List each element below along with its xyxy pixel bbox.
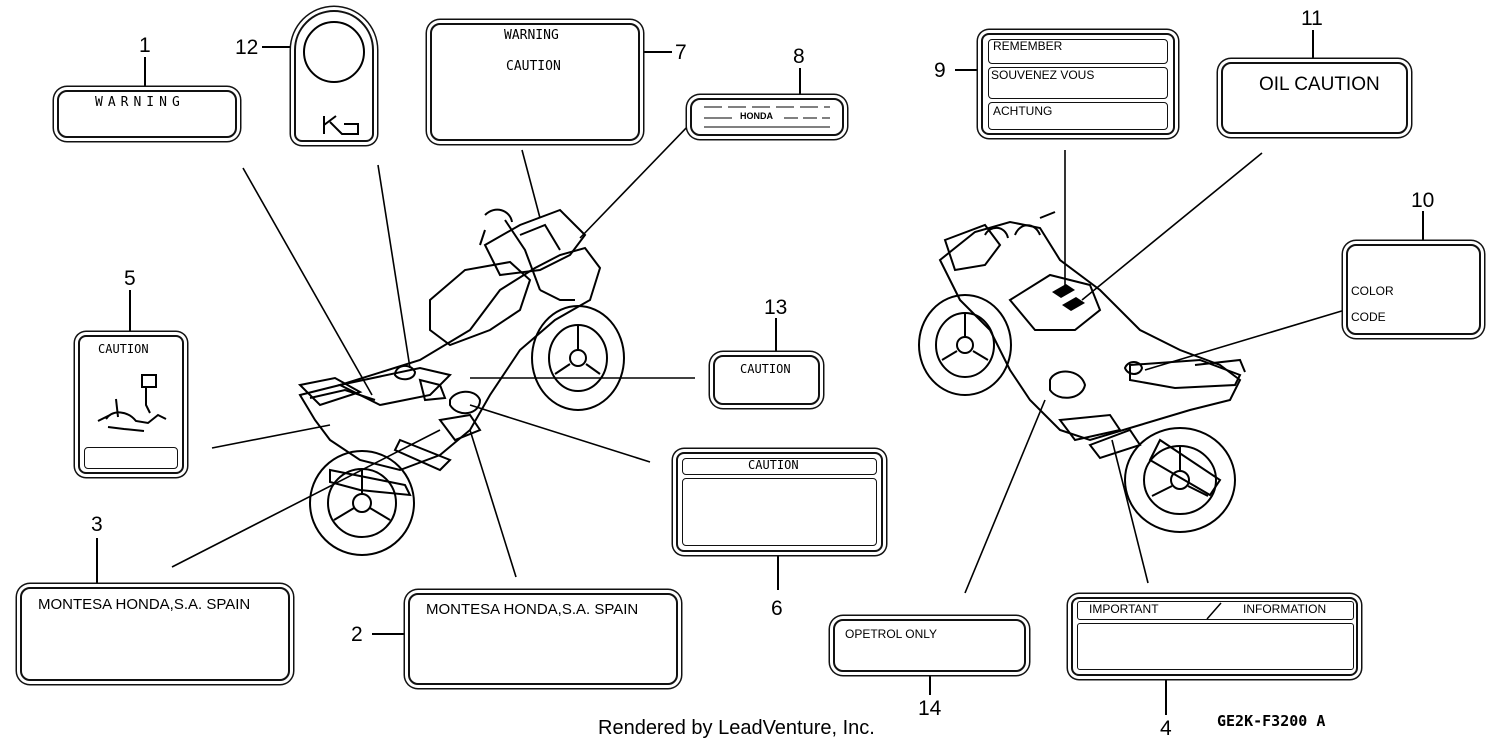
label-10-text-1: COLOR <box>1351 284 1394 298</box>
callout-number-14: 14 <box>918 697 942 720</box>
label-13-caution: CAUTION <box>713 355 820 405</box>
label-6-header-band <box>682 458 877 475</box>
label-9-remember: REMEMBER SOUVENEZ VOUS ACHTUNG <box>981 33 1175 135</box>
emblem-icon <box>303 21 365 135</box>
label-4-divider <box>1206 602 1222 620</box>
label-9-row-2 <box>988 67 1168 99</box>
diagram-code: GE2K-F3200 A <box>1217 712 1326 730</box>
label-4-header-band <box>1077 601 1354 620</box>
label-11-oil-caution: OIL CAUTION <box>1221 62 1408 134</box>
callout-number-8: 8 <box>793 45 805 68</box>
label-1-text: WARNING <box>95 95 185 110</box>
label-10-text-2: CODE <box>1351 310 1386 324</box>
label-13-text: CAUTION <box>740 362 791 376</box>
label-11-text: OIL CAUTION <box>1259 74 1380 95</box>
label-6-text: CAUTION <box>748 458 799 472</box>
label-8-text: HONDA <box>738 111 775 121</box>
label-2-montesa: MONTESA HONDA,S.A. SPAIN <box>408 593 678 685</box>
label-5-caution: CAUTION <box>78 335 184 474</box>
callout-number-6: 6 <box>771 597 783 620</box>
label-3-text: MONTESA HONDA,S.A. SPAIN <box>38 596 251 613</box>
label-9-text-2: SOUVENEZ VOUS <box>991 68 1095 82</box>
label-1-warning: WARNING <box>57 90 237 138</box>
label-3-montesa: MONTESA HONDA,S.A. SPAIN <box>20 587 290 681</box>
label-6-body-band <box>682 478 877 546</box>
label-9-row-1 <box>988 39 1168 64</box>
callout-number-13: 13 <box>764 296 788 319</box>
label-4-body-band <box>1077 623 1354 670</box>
callout-number-5: 5 <box>124 267 136 290</box>
label-9-row-3 <box>988 102 1168 130</box>
label-6-caution: CAUTION <box>676 452 883 552</box>
callout-number-7: 7 <box>675 41 687 64</box>
callout-number-10: 10 <box>1411 189 1435 212</box>
label-4-important-information: IMPORTANT INFORMATION <box>1071 597 1358 676</box>
label-7-text-1: WARNING <box>504 28 559 43</box>
label-2-text: MONTESA HONDA,S.A. SPAIN <box>426 601 639 618</box>
label-12-emblem <box>294 10 374 142</box>
label-9-text-1: REMEMBER <box>993 39 1063 53</box>
label-10-color-code: COLOR CODE <box>1346 244 1481 335</box>
label-14-text: OPETROL ONLY <box>845 627 938 641</box>
motorcycle-left <box>297 208 625 556</box>
bike-stand-pictogram-icon <box>97 374 167 432</box>
callout-number-12: 12 <box>235 36 259 59</box>
label-4-text-2: INFORMATION <box>1243 602 1327 616</box>
label-8-honda: HONDA <box>690 98 844 136</box>
callout-number-3: 3 <box>91 513 103 536</box>
callout-number-2: 2 <box>351 623 363 646</box>
callout-number-11: 11 <box>1301 7 1323 30</box>
callout-number-9: 9 <box>934 59 946 82</box>
callout-number-1: 1 <box>139 34 151 57</box>
label-7-warning-caution: WARNING CAUTION <box>430 23 640 141</box>
label-14-petrol-only: OPETROL ONLY <box>833 619 1026 672</box>
motorcycle-right <box>918 211 1246 533</box>
label-5-text: CAUTION <box>98 342 149 356</box>
label-9-text-3: ACHTUNG <box>993 104 1053 118</box>
label-5-footer-band <box>84 447 178 469</box>
label-4-text-1: IMPORTANT <box>1089 602 1159 616</box>
label-7-text-2: CAUTION <box>506 59 561 74</box>
callout-number-4: 4 <box>1160 717 1172 740</box>
footer-credit: Rendered by LeadVenture, Inc. <box>598 717 875 739</box>
label-8-lines <box>704 106 830 128</box>
